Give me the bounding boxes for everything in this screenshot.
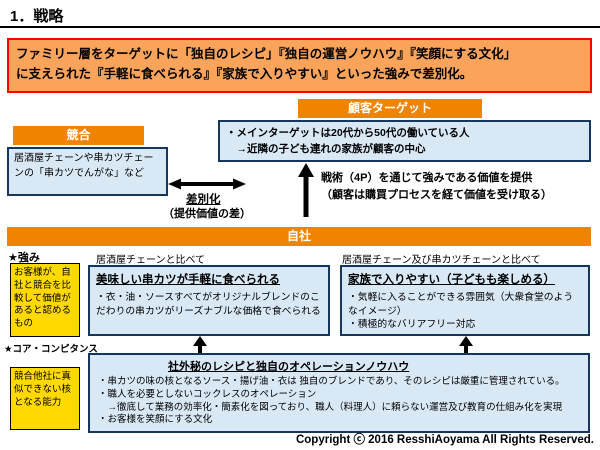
strength-title-2: 家族で入りやすい（子どもも楽しめる） [348,274,555,286]
copyright: Copyright ⓒ 2016 ResshiAoyama All Rights… [295,434,594,446]
customer-target-header: 顧客ターゲット [298,99,482,118]
core-competence-label: ★コア・コンピタンス [4,344,98,355]
strength-body-1: ・衣・油・ソースすべてがオリジナルブレンドのこだわりの串カツがリーズナブルな価格… [96,292,321,317]
differentiation-sublabel: （提供価値の差） [163,208,251,220]
customer-target-box: ・メインターゲットは20代から50代の働いている人 →近隣の子ども連れの家族が顧… [218,120,591,162]
tactics-note: 戦術（4P）を通じて強みである価値を提供 （顧客は購買プロセスを経て価値を受け取… [321,172,552,201]
core-competence-definition-box: 競合他社に真似できない核となる能力 [10,367,80,430]
title-rule [0,26,600,28]
strength-box-1: 美味しい串カツが手軽に食べられる ・衣・油・ソースすべてがオリジナルブレンドのこ… [88,265,330,336]
strengths-label: ★強み [8,252,40,264]
strengths-definition-box: お客様が、自社と競合を比較して価値があると認めるもの [10,263,80,337]
value-delivery-arrow-icon [296,163,316,217]
core-competence-body: ・串カツの味の核となるソース・揚げ油・衣は 独自のブレンドであり、そのレシピは厳… [98,376,565,426]
company-header: 自社 [7,227,591,246]
core-arrow-right-icon [458,336,474,354]
strength-body-2: ・気軽に入ることができる雰囲気（大衆食堂のようなイメージ） ・積極的なバリアフリ… [348,292,574,331]
differentiation-arrow-icon [168,177,246,191]
competitor-header: 競合 [13,126,144,145]
core-competence-title: 社外秘のレシピと独自のオペレーションノウハウ [168,361,410,373]
strength-box-2: 家族で入りやすい（子どもも楽しめる） ・気軽に入ることができる雰囲気（大衆食堂の… [340,265,590,336]
core-competence-box: 社外秘のレシピと独自のオペレーションノウハウ ・串カツの味の核となるソース・揚げ… [88,353,590,433]
page-title: 1．戦略 [10,8,64,25]
differentiation-label: 差別化 [186,194,221,206]
strength-compare-label-1: 居酒屋チェーンと比べて [96,255,206,266]
competitor-box: 居酒屋チェーンや串カツチェーンの「串カツでんがな」など [7,147,168,196]
headline-box: ファミリー層をターゲットに「独自のレシピ」『独自の運営ノウハウ』『笑顔にする文化… [7,38,592,93]
strength-title-1: 美味しい串カツが手軽に食べられる [96,274,280,286]
core-arrow-left-icon [192,336,208,354]
strength-compare-label-2: 居酒屋チェーン及び串カツチェーンと比べて [342,255,541,266]
